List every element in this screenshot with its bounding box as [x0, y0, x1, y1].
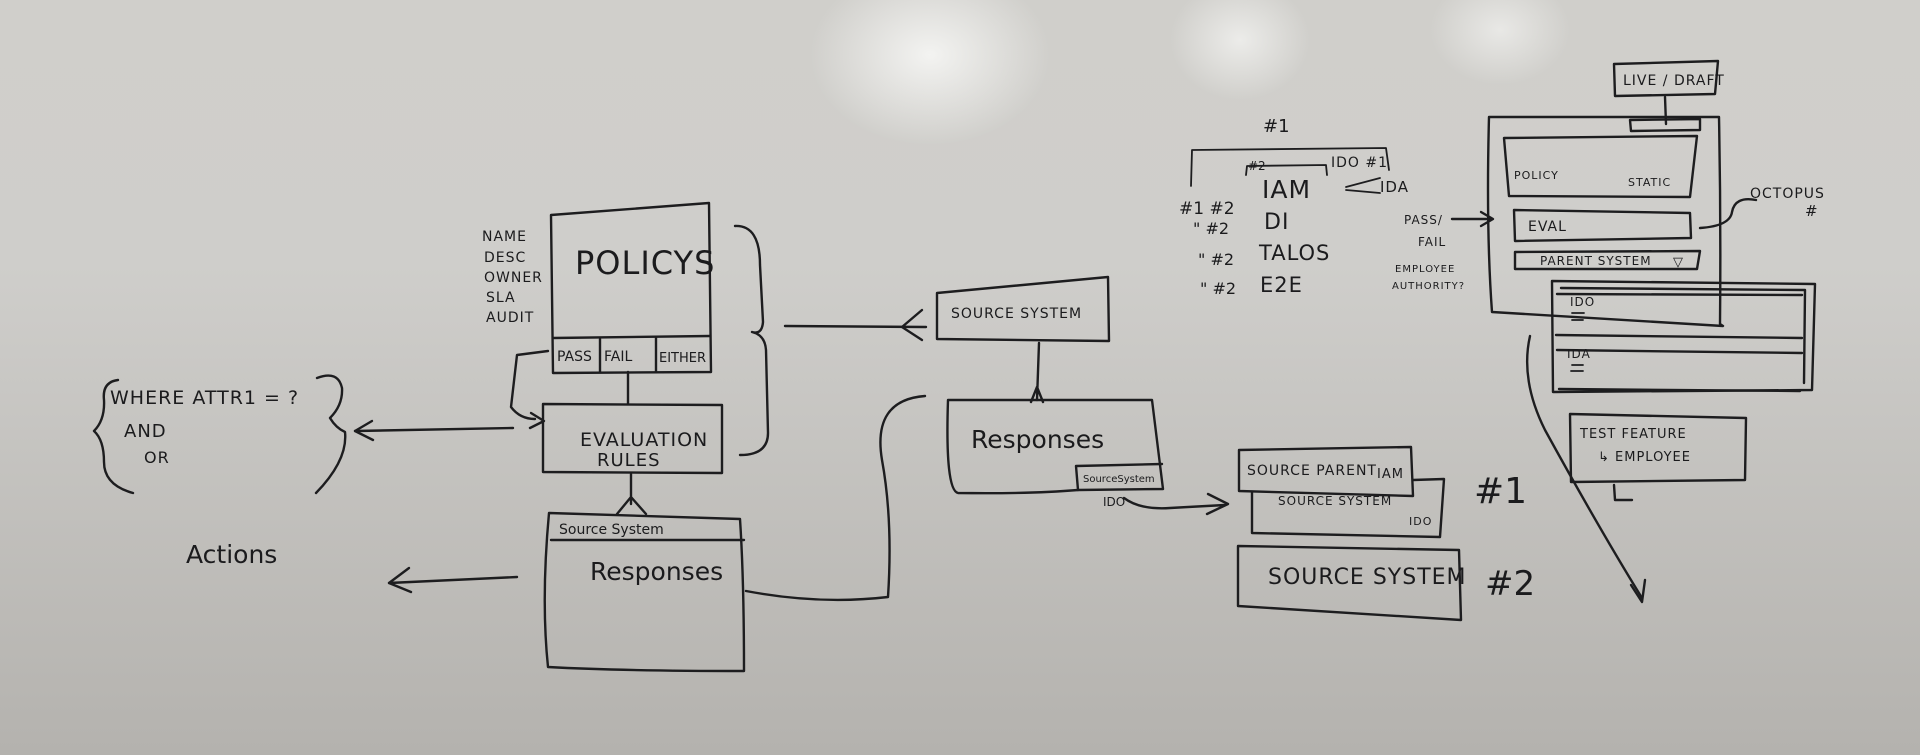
policy-field: POLICY STATIC: [1502, 134, 1699, 199]
mock-frame: [1486, 115, 1725, 328]
source-system-header: Source System: [559, 522, 664, 538]
row-di-name: DI: [1264, 210, 1289, 235]
ui-mockup: LIVE / DRAFT POLICY STATIC EVAL PARENT S…: [1392, 59, 1825, 604]
test-feature-box: TEST FEATURE ↳ EMPLOYEE: [1568, 412, 1748, 484]
attr-sla: SLA: [486, 290, 516, 306]
grouping-brace: [733, 224, 770, 457]
parent-system-label: PARENT SYSTEM: [1540, 254, 1652, 268]
split-lines: [1345, 177, 1381, 194]
row-iam-prefix: #1 #2: [1179, 199, 1235, 219]
marker-2: #2: [1485, 564, 1535, 604]
employee-q-line2: AUTHORITY?: [1392, 281, 1465, 292]
source-system-2-text: SOURCE SYSTEM: [1268, 565, 1467, 590]
arrow-to-where: [353, 426, 515, 433]
row-di-prefix: " #2: [1193, 219, 1229, 238]
responses-title: Responses: [590, 557, 723, 586]
test-feature-label: TEST FEATURE: [1579, 427, 1687, 442]
rules-line: RULES: [597, 450, 661, 471]
arrow-to-actions: [387, 575, 519, 585]
source-system-nested-text: SOURCE SYSTEM: [1278, 494, 1392, 508]
cell-fail: FAIL: [604, 349, 632, 365]
attr-owner: OWNER: [484, 270, 543, 286]
responses-box-left: Source System Responses: [543, 511, 746, 673]
eval-label: EVAL: [1528, 219, 1567, 235]
live-draft-box: LIVE / DRAFT: [1612, 59, 1725, 98]
attr-desc: DESC: [484, 250, 526, 266]
policys-box: POLICYS PASS FAIL EITHER: [549, 201, 715, 375]
source-system-nested-suffix: IDO: [1409, 515, 1432, 528]
list-sub-label: #2: [1248, 159, 1266, 173]
top-bracket: [1190, 147, 1390, 187]
octopus-pointer: [1698, 198, 1758, 230]
employee-label: ↳ EMPLOYEE: [1598, 450, 1691, 465]
responses-title-middle: Responses: [971, 425, 1104, 454]
crows-foot: [615, 472, 648, 516]
or-line: OR: [144, 448, 170, 467]
marker-1: #1: [1474, 471, 1527, 512]
cell-pass: PASS: [557, 349, 592, 365]
attr-name: NAME: [482, 229, 527, 245]
octopus-marker: #: [1805, 202, 1818, 220]
loop-arrow: [509, 349, 550, 421]
environment-list: #1 #2 IDO #1 IDA #1 #2 IAM " #2 DI " #2 …: [1179, 116, 1409, 298]
list-item-ido: IDO: [1570, 295, 1595, 309]
source-system-text: SOURCE SYSTEM: [951, 306, 1082, 322]
source-system-2-box: SOURCE SYSTEM: [1236, 544, 1467, 622]
long-arrow: [1525, 334, 1644, 600]
policys-title: POLICYS: [575, 244, 715, 282]
link-curve: [744, 394, 927, 602]
light-glare: [810, 0, 1050, 145]
toggle-bar: [1628, 117, 1702, 133]
source-parent-suffix: IAM: [1377, 467, 1404, 482]
light-glare: [1170, 0, 1310, 100]
pass-label: PASS/: [1404, 213, 1443, 227]
row-e2e-prefix: " #2: [1200, 279, 1236, 298]
ido-right-label: IDO #1: [1331, 155, 1388, 171]
row-iam-name: IAM: [1262, 175, 1311, 204]
source-system-nested-box: SOURCE SYSTEM IDO: [1250, 477, 1446, 539]
row-talos-name: TALOS: [1258, 241, 1330, 265]
dropdown-icon: ▽: [1673, 255, 1683, 270]
actions-label: Actions: [186, 540, 277, 569]
evaluation-line: EVALUATION: [580, 429, 708, 451]
source-parent-text: SOURCE PARENT: [1247, 463, 1377, 479]
row-talos-prefix: " #2: [1198, 250, 1234, 269]
list-item-ida: IDA: [1567, 347, 1591, 361]
live-draft-text: LIVE / DRAFT: [1623, 73, 1725, 89]
octopus-label: OCTOPUS: [1750, 186, 1825, 202]
employee-q-line1: EMPLOYEE: [1395, 264, 1455, 275]
list-top-label: #1: [1263, 116, 1290, 137]
attribute-list: NAME DESC OWNER SLA AUDIT: [482, 229, 543, 326]
evaluation-rules-box: EVALUATION RULES: [541, 402, 724, 475]
cell-either: EITHER: [659, 351, 706, 366]
light-glare: [1430, 0, 1570, 85]
eval-field: EVAL: [1512, 208, 1693, 243]
responses-box-middle: Responses SourceSystem: [946, 398, 1165, 495]
row-e2e-name: E2E: [1260, 273, 1303, 297]
ida-label: IDA: [1380, 178, 1409, 196]
and-line: AND: [124, 421, 167, 442]
return-arrow: [1612, 483, 1634, 502]
ido-label: IDO: [1103, 495, 1125, 509]
policy-label: POLICY: [1514, 169, 1559, 182]
sub-bracket: [1245, 164, 1328, 176]
source-parent-box: SOURCE PARENT IAM: [1237, 445, 1415, 498]
parent-system-dropdown: PARENT SYSTEM ▽: [1513, 249, 1702, 271]
sourcesystem-tag: SourceSystem: [1083, 474, 1155, 485]
fail-label: FAIL: [1418, 235, 1446, 249]
where-clause: WHERE ATTR1 = ? AND OR: [92, 374, 347, 495]
source-system-box: SOURCE SYSTEM: [935, 275, 1111, 343]
arrow-to-parent: [1122, 496, 1227, 510]
list-panel: IDO IDA: [1550, 279, 1817, 394]
where-line: WHERE ATTR1 = ?: [110, 387, 299, 409]
attr-audit: AUDIT: [486, 310, 534, 326]
static-label: STATIC: [1628, 176, 1671, 189]
